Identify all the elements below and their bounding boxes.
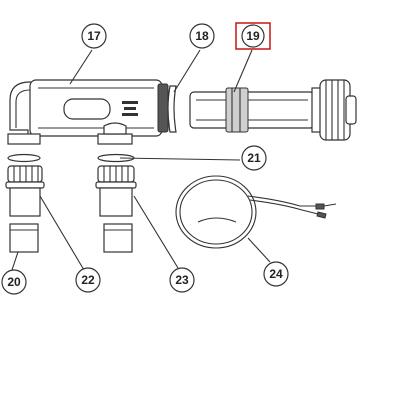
- part-18-o-ring: [167, 85, 177, 133]
- callout-17: 17: [81, 23, 107, 49]
- part-24-sensor-cable: [175, 175, 337, 249]
- callout-19-highlight-box: [235, 22, 271, 50]
- callout-19: 19: [235, 22, 271, 50]
- part-23-union-right: [95, 165, 137, 217]
- callout-21: 21: [241, 145, 267, 171]
- callout-17-label: 17: [87, 29, 101, 43]
- callout-21-label: 21: [247, 151, 261, 165]
- part-21-gaskets: [7, 153, 135, 163]
- callout-18: 18: [189, 23, 215, 49]
- callout-18-label: 18: [195, 29, 209, 43]
- callout-23: 23: [169, 267, 195, 293]
- part-22-union-left: [5, 165, 45, 217]
- callout-19-label: 19: [246, 29, 260, 43]
- callout-22: 22: [75, 267, 101, 293]
- part-17-cell-body: [7, 79, 169, 145]
- part-20-adapters: [9, 223, 133, 253]
- callout-24-label: 24: [269, 267, 283, 281]
- callout-22-label: 22: [81, 273, 95, 287]
- callout-20: 20: [1, 269, 27, 295]
- callout-20-label: 20: [7, 275, 21, 289]
- leader-lines: [11, 49, 271, 271]
- part-19-electrode-assembly: [189, 79, 357, 141]
- callout-24: 24: [263, 261, 289, 287]
- callout-23-label: 23: [175, 273, 189, 287]
